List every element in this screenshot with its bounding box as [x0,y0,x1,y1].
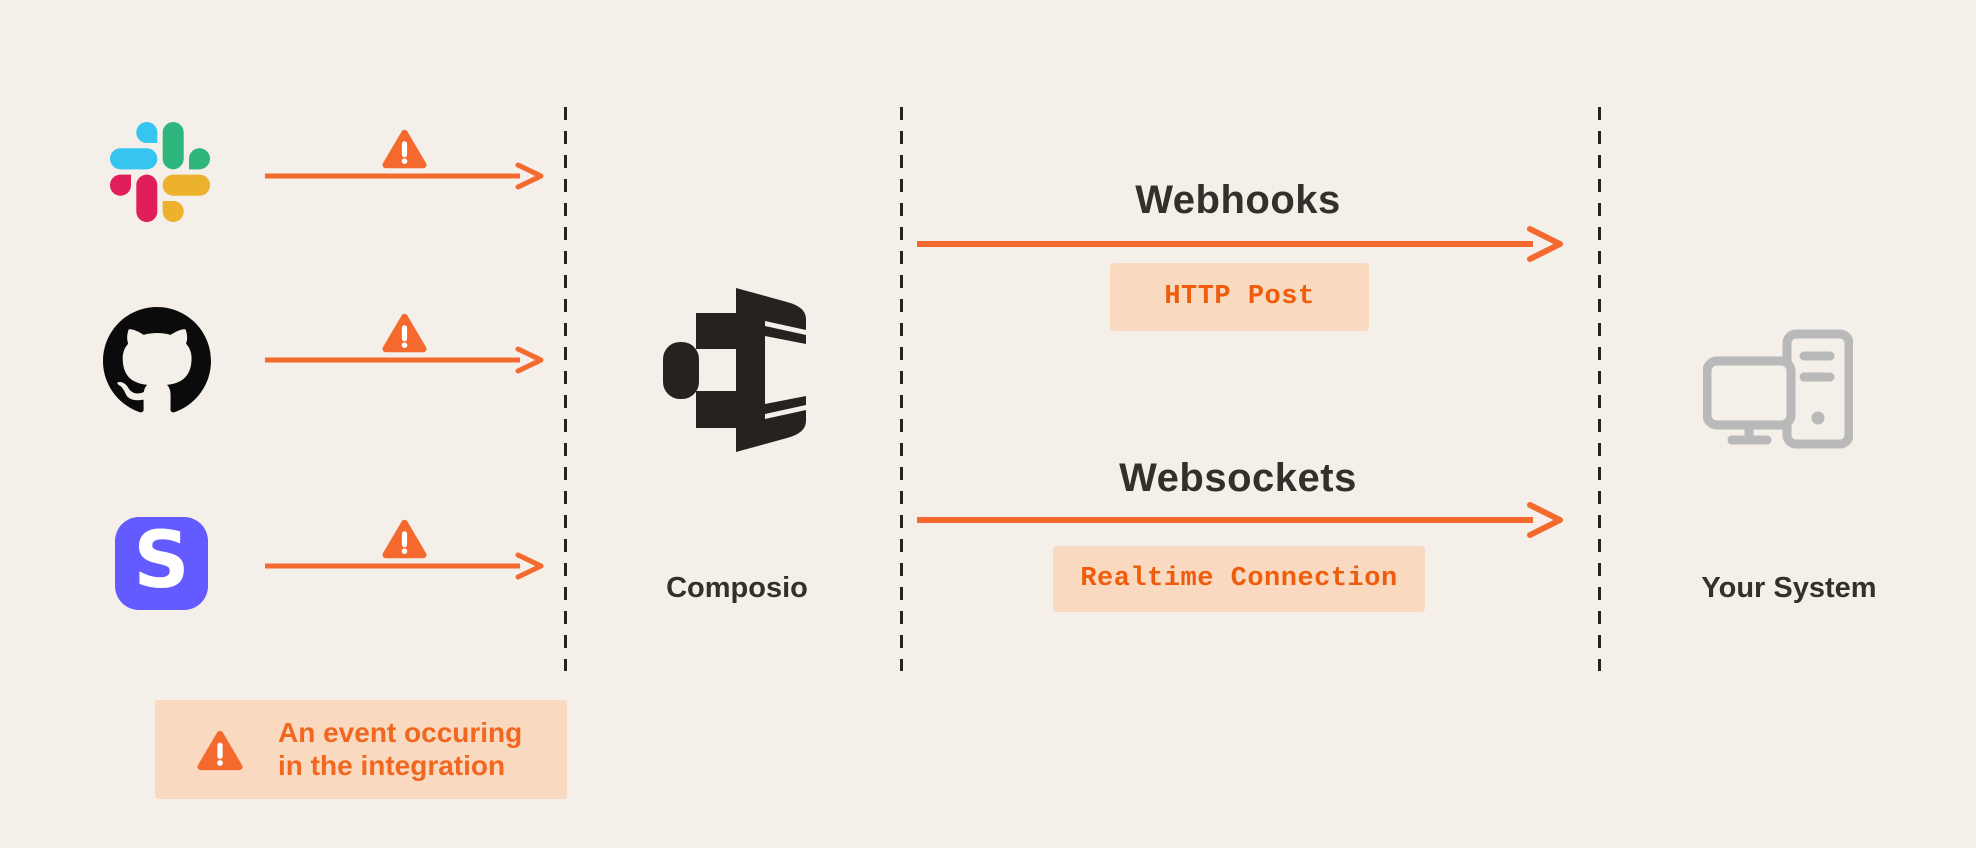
slack-logo-icon [110,122,210,222]
event-arrow-github [262,346,547,374]
divider-line-right [1598,107,1601,671]
divider-line-left [564,107,567,671]
event-arrow-slack [262,162,547,190]
channel-title-webhooks: Webhooks [1135,178,1341,222]
warning-icon [382,312,427,354]
channel-title-websockets: Websockets [1119,456,1357,500]
event-arrow-stripe [262,552,547,580]
warning-icon [382,518,427,560]
destination-label: Your System [1701,572,1877,604]
hub-label: Composio [666,572,808,604]
legend-text-line2: in the integration [278,750,506,781]
legend-text: An event occuring in the integration [278,716,522,782]
webhooks-arrow [913,224,1573,264]
warning-icon [382,128,427,170]
composio-logo-icon [663,285,813,455]
stripe-letter: S [133,515,190,606]
stripe-logo-icon: S [115,517,208,610]
websockets-badge: Realtime Connection [1053,546,1425,612]
computer-icon [1703,329,1853,451]
websockets-arrow [913,500,1573,540]
legend-text-line1: An event occuring [278,717,523,748]
warning-icon [197,729,243,772]
github-logo-icon [103,307,211,415]
divider-line-middle [900,107,903,671]
webhooks-badge: HTTP Post [1110,263,1369,331]
legend: An event occuring in the integration [155,700,567,799]
